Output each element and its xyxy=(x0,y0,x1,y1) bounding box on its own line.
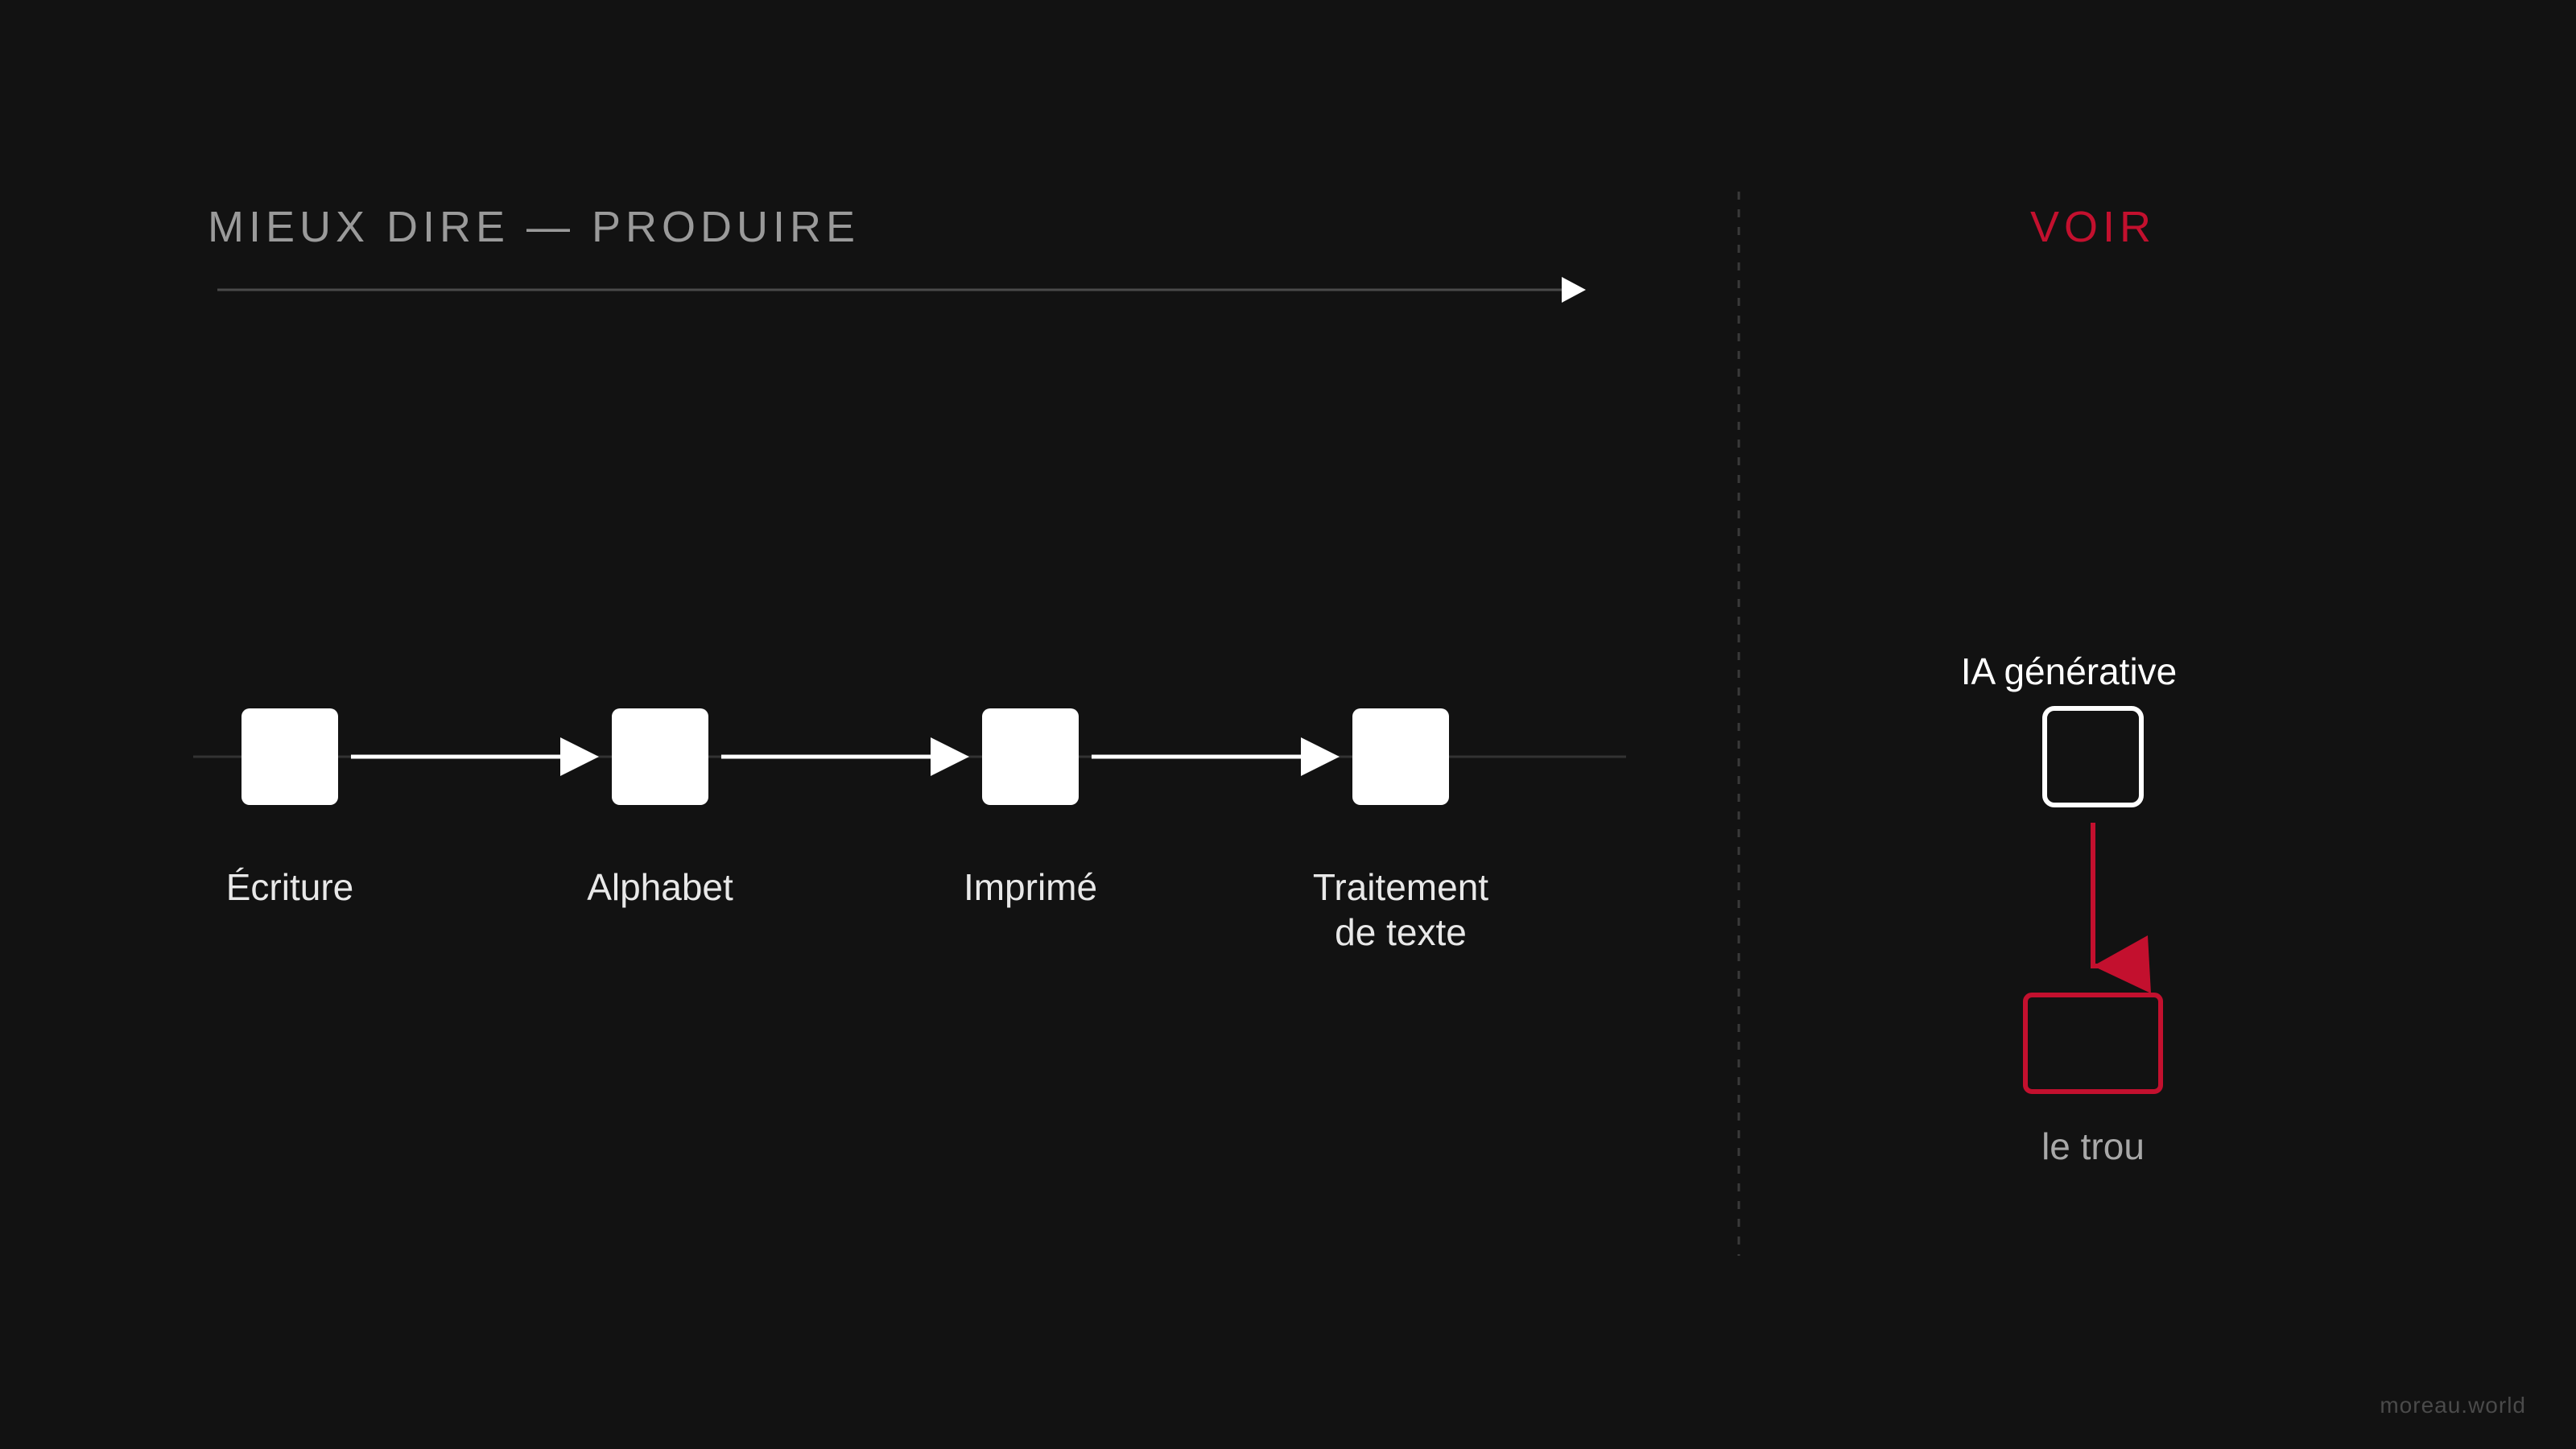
node-label-ecriture: Écriture xyxy=(225,866,354,908)
node-ecriture xyxy=(242,708,338,805)
trou-label: le trou xyxy=(2041,1125,2145,1167)
ia-generative-box xyxy=(2042,706,2144,807)
trou-box xyxy=(2023,993,2163,1094)
hole-connector xyxy=(2091,823,2151,993)
progress-arrow-head xyxy=(1562,277,1586,303)
footer-credit[interactable]: moreau.world xyxy=(2380,1393,2526,1418)
node-label-traitement: Traitement de texte xyxy=(1312,866,1489,953)
node-alphabet xyxy=(612,708,708,805)
section-title-voir: VOIR xyxy=(2030,203,2157,251)
connector-1 xyxy=(351,737,599,776)
node-imprime xyxy=(982,708,1079,805)
node-traitement xyxy=(1352,708,1449,805)
connector-2 xyxy=(721,737,969,776)
progress-arrow xyxy=(217,277,1586,303)
connector-3 xyxy=(1092,737,1340,776)
node-label-alphabet: Alphabet xyxy=(587,866,733,908)
section-title-produire: MIEUX DIRE — PRODUIRE xyxy=(208,203,861,251)
node-label-imprime: Imprimé xyxy=(963,866,1098,908)
ia-generative-label: IA générative xyxy=(1960,650,2178,692)
